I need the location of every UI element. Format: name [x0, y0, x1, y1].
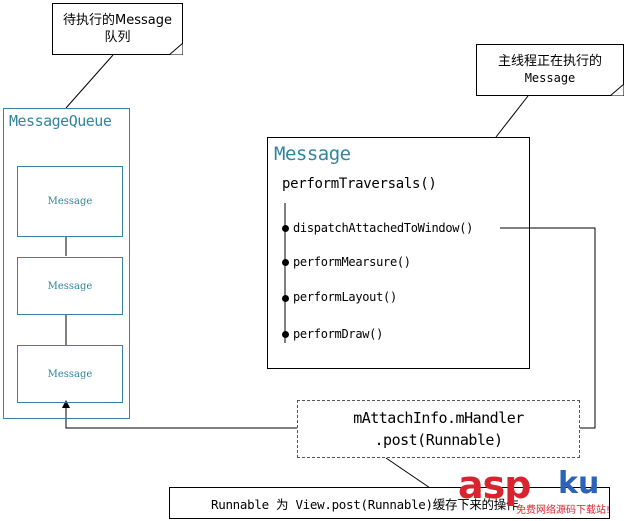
watermark-ku: ku — [558, 466, 600, 501]
method-bullet — [282, 259, 289, 266]
current-message-title: Message — [274, 143, 351, 165]
watermark-subtitle: 免费网络源码下载站! — [516, 505, 611, 516]
asp-ku-watermark: asp ku 免费网络源码下载站! — [458, 465, 622, 517]
perform-draw-method: performDraw() — [293, 327, 384, 341]
handler-post-line2: .post(Runnable) — [374, 431, 503, 449]
dispatch-attached-method: dispatchAttachedToWindow() — [293, 221, 474, 235]
message-callout-pointer — [495, 95, 529, 138]
message-queue-title: MessageQueue — [9, 112, 112, 130]
queue-callout: 待执行的Message 队列 — [52, 3, 183, 55]
perform-layout-method: performLayout() — [293, 290, 397, 304]
perform-traversals-method: performTraversals() — [282, 176, 437, 192]
dispatch-to-post-connector — [500, 227, 596, 429]
queue-callout-line2: 队列 — [104, 30, 131, 45]
main-thread-callout-line1: 主线程正在执行的 — [497, 54, 602, 69]
message-queue: MessageQueue Message Message Message — [3, 108, 130, 419]
page-fold-icon — [169, 43, 183, 55]
current-message: Message — [267, 137, 530, 369]
queue-message-2: Message — [17, 257, 123, 315]
queue-callout-line1: 待执行的Message — [63, 13, 172, 28]
method-bullet — [282, 295, 289, 302]
method-bullet — [282, 225, 289, 232]
queue-callout-pointer — [65, 54, 114, 109]
queue-message-3: Message — [17, 345, 123, 403]
main-thread-callout-line2: Message — [524, 71, 576, 85]
runnable-note-text: Runnable 为 View.post(Runnable)缓存下来的操作 — [211, 496, 519, 512]
queue-message-1: Message — [17, 166, 123, 237]
post-to-queue-arrow — [62, 400, 297, 429]
method-bullet — [282, 331, 289, 338]
handler-post-box: mAttachInfo.mHandler .post(Runnable) — [297, 400, 580, 458]
perform-measure-method: performMearsure() — [293, 255, 411, 269]
handler-post-line1: mAttachInfo.mHandler — [353, 409, 524, 427]
main-thread-callout: 主线程正在执行的 Message — [476, 44, 624, 96]
bottom-note-pointer — [385, 457, 437, 493]
watermark-asp: asp — [458, 463, 531, 507]
page-fold-icon — [610, 84, 624, 96]
runnable-note: Runnable 为 View.post(Runnable)缓存下来的操作 — [169, 487, 610, 519]
